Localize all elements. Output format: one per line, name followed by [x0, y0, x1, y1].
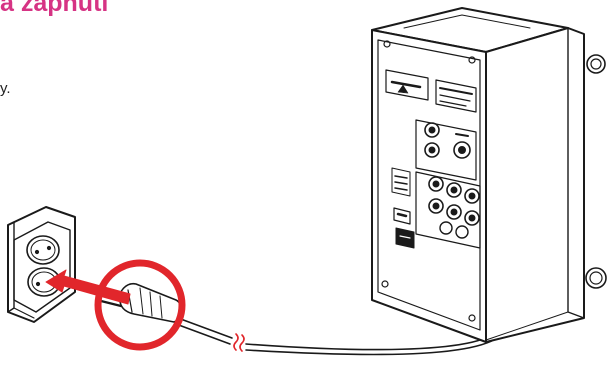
highlight-circle: [94, 259, 186, 351]
device-rear-panel-icon: [371, 7, 607, 343]
instruction-text: y.: [0, 80, 11, 97]
wall-socket-icon: [7, 206, 76, 323]
section-heading: a zapnutí: [0, 0, 109, 17]
insert-arrow-icon: [45, 269, 131, 305]
cable-break-icon: [233, 333, 245, 352]
